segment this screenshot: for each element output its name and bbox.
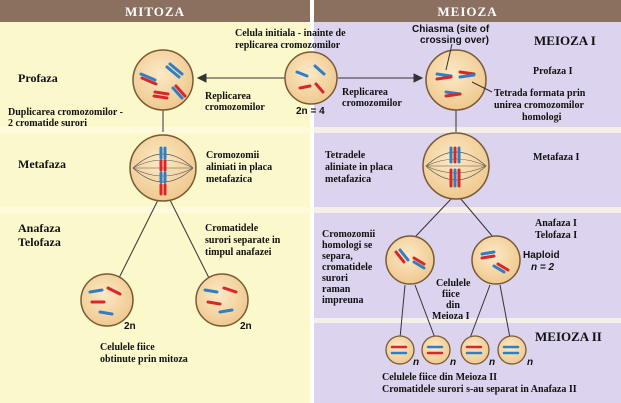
arrow-mit-anaphase-right bbox=[169, 199, 211, 281]
homologs-3: separa, bbox=[322, 251, 353, 262]
row-divider-1 bbox=[0, 127, 621, 133]
tetrads-aligned-1: Tetradele bbox=[325, 150, 366, 161]
mitosis-daughters-1: Celulele fiice bbox=[100, 342, 155, 353]
mitosis-telophase-label: Telofaza bbox=[18, 235, 61, 249]
spindle bbox=[132, 153, 194, 183]
homologs-6: raman bbox=[322, 284, 351, 295]
arrow-mei1-left bbox=[414, 197, 453, 238]
arrow-head-mitosis bbox=[196, 73, 207, 83]
homologs-4: cromatidele bbox=[322, 262, 373, 273]
chromosome bbox=[298, 84, 312, 90]
mitosis-metaphase-label: Metafaza bbox=[18, 157, 66, 171]
homologs-7: impreuna bbox=[322, 295, 364, 306]
mitosis-daughters-2: obtinute prin mitoza bbox=[100, 354, 188, 365]
meiosis2-title: MEIOZA II bbox=[535, 329, 602, 344]
initial-ploidy: 2n = 4 bbox=[296, 106, 325, 117]
chiasma-label-1: Chiasma (site of bbox=[412, 24, 490, 35]
arrow-head-meiosis bbox=[413, 73, 424, 83]
meiosis2-n-3: n bbox=[489, 357, 496, 368]
meiosis-telophase1-label: Telofaza I bbox=[535, 230, 578, 241]
homologs-5: surori bbox=[322, 273, 348, 284]
tetrads-aligned-3: metafazica bbox=[325, 174, 372, 185]
initial-cell bbox=[284, 51, 338, 105]
mitosis-prophase-label: Profaza bbox=[18, 71, 58, 85]
tetrad-label-3: homologi bbox=[522, 112, 562, 123]
mitosis-header-bar bbox=[0, 0, 310, 22]
meiosis1-daughter-right bbox=[471, 235, 521, 285]
mitosis-header: MITOZA bbox=[125, 4, 185, 19]
mitosis-daughter-ploidy-left: 2n bbox=[124, 321, 136, 332]
mitosis-replication-1: Replicarea bbox=[205, 91, 251, 102]
daughters1-1: Celulele bbox=[436, 278, 471, 289]
mitosis-metaphase-1: Cromozomii bbox=[206, 150, 260, 161]
meiosis-anaphase1-label: Anafaza I bbox=[535, 218, 577, 229]
chromosome bbox=[314, 82, 325, 94]
chiasma-pointer bbox=[445, 43, 453, 71]
meiosis-prophase1-label: Profaza I bbox=[533, 66, 573, 77]
row-divider-3 bbox=[314, 318, 621, 323]
meiosis2-n-4: n bbox=[527, 357, 534, 368]
meiosis-metaphase1-label: Metafaza I bbox=[533, 152, 580, 163]
mitosis-replication-2: cromozomilor bbox=[205, 102, 265, 113]
haploid-label: Haploid bbox=[523, 250, 560, 261]
arrow-mei2-a bbox=[399, 284, 406, 339]
meiosis-replication-2: cromozomilor bbox=[342, 98, 402, 109]
chiasma-label-2: crossing over) bbox=[420, 35, 489, 46]
meiosis1-title: MEIOZA I bbox=[534, 33, 596, 48]
mitosis-daughter-cell-left bbox=[80, 273, 134, 327]
chromosome bbox=[313, 64, 326, 76]
row-divider-2 bbox=[0, 207, 621, 213]
meiosis2-n-1: n bbox=[413, 357, 420, 368]
tetrads-aligned-2: aliniate in placa bbox=[325, 162, 393, 173]
mitosis-metaphase-3: metafazica bbox=[206, 174, 253, 185]
tetrad-label-1: Tetrada formata prin bbox=[494, 88, 586, 99]
arrow-mei2-c bbox=[469, 284, 491, 339]
meiosis-prophase-cell bbox=[425, 49, 487, 111]
mitosis-duplication-2: 2 cromatide surori bbox=[8, 118, 88, 129]
arrow-mei2-b bbox=[414, 284, 436, 339]
meiosis2-n-2: n bbox=[450, 357, 457, 368]
initial-cell-label-1: Celula initiala - inainte de bbox=[235, 28, 346, 39]
meiosis2-final-2: Cromatidele surori s-au separat in Anafa… bbox=[382, 384, 577, 395]
homologs-2: homologi se bbox=[322, 240, 373, 251]
meiosis-header: MEIOZA bbox=[437, 4, 498, 19]
mitosis-anaphase-1: Cromatidele bbox=[205, 223, 259, 234]
arrow-mei1-right bbox=[459, 197, 494, 238]
initial-cell-label-2: replicarea cromozomilor bbox=[235, 40, 341, 51]
daughters1-3: din bbox=[446, 300, 460, 311]
meiosis1-daughter-left bbox=[385, 235, 435, 285]
tetrad-label-2: unirea cromozomilor bbox=[494, 100, 584, 111]
mitosis-daughter-ploidy-right: 2n bbox=[240, 321, 252, 332]
mitosis-daughter-cell-right bbox=[195, 273, 249, 327]
daughters1-4: Meioza I bbox=[432, 311, 470, 322]
daughters1-2: fiice bbox=[442, 289, 460, 300]
arrow-mei2-d bbox=[499, 284, 511, 339]
mitosis-anaphase-2: surori separate in bbox=[205, 235, 281, 246]
meiosis-header-bar bbox=[314, 0, 621, 22]
mitosis-duplication-1: Duplicarea cromozomilor - bbox=[8, 107, 123, 118]
homologs-1: Cromozomii bbox=[322, 229, 376, 240]
mitosis-metaphase-2: aliniati in placa bbox=[206, 162, 273, 173]
mitosis-anaphase-label: Anafaza bbox=[18, 221, 61, 235]
meiosis2-cells bbox=[385, 335, 527, 365]
mitosis-prophase-cell bbox=[132, 49, 194, 111]
meiosis2-final-1: Celulele fiice din Meioza II bbox=[382, 372, 497, 383]
chromosome bbox=[295, 70, 309, 78]
meiosis-replication-1: Replicarea bbox=[342, 87, 388, 98]
arrow-mit-anaphase-left bbox=[117, 199, 159, 281]
tetrad-pointer bbox=[471, 81, 493, 93]
haploid-ploidy: n = 2 bbox=[531, 262, 555, 273]
mitosis-anaphase-3: timpul anafazei bbox=[205, 247, 272, 258]
